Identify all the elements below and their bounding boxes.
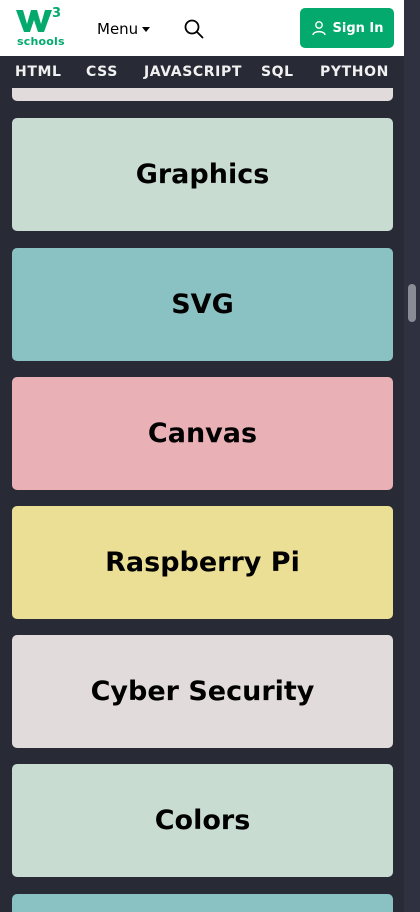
card-title: SVG: [171, 289, 234, 320]
nav-item-python[interactable]: PYTHON: [320, 64, 389, 80]
menu-label: Menu: [97, 20, 139, 38]
w3schools-logo[interactable]: 3 schools: [16, 6, 65, 50]
user-icon: [311, 21, 326, 36]
card-title: Raspberry Pi: [105, 547, 300, 578]
card-title: Graphics: [135, 159, 270, 190]
nav-item-html[interactable]: HTML: [15, 64, 62, 80]
card-partial-bottom[interactable]: [12, 894, 393, 912]
top-header: 3 schools Menu Sign In: [0, 0, 404, 56]
scrollbar-track[interactable]: [404, 0, 420, 912]
nav-item-javascript[interactable]: JAVASCRIPT: [144, 64, 242, 80]
card-svg[interactable]: SVG: [12, 248, 393, 361]
sign-in-button[interactable]: Sign In: [300, 8, 394, 48]
menu-button[interactable]: Menu: [97, 19, 151, 39]
scrollbar-thumb[interactable]: [408, 284, 416, 322]
sign-in-label: Sign In: [332, 20, 384, 36]
topic-nav: HTML CSS JAVASCRIPT SQL PYTHON: [0, 56, 404, 88]
logo-text: schools: [17, 35, 65, 48]
card-title: Canvas: [147, 418, 258, 449]
partial-card[interactable]: [12, 88, 393, 101]
card-canvas[interactable]: Canvas: [12, 377, 393, 490]
card-title: Cyber Security: [90, 676, 315, 707]
card-cyber-security[interactable]: Cyber Security: [12, 635, 393, 748]
nav-item-css[interactable]: CSS: [86, 64, 118, 80]
search-icon[interactable]: [183, 18, 205, 40]
card-graphics[interactable]: Graphics: [12, 118, 393, 231]
logo-superscript: 3: [52, 6, 62, 21]
w3-logo-icon: [16, 10, 52, 32]
card-colors[interactable]: Colors: [12, 764, 393, 877]
card-title: Colors: [154, 805, 251, 836]
nav-item-sql[interactable]: SQL: [261, 64, 294, 80]
card-raspberry-pi[interactable]: Raspberry Pi: [12, 506, 393, 619]
caret-down-icon: [142, 26, 151, 32]
